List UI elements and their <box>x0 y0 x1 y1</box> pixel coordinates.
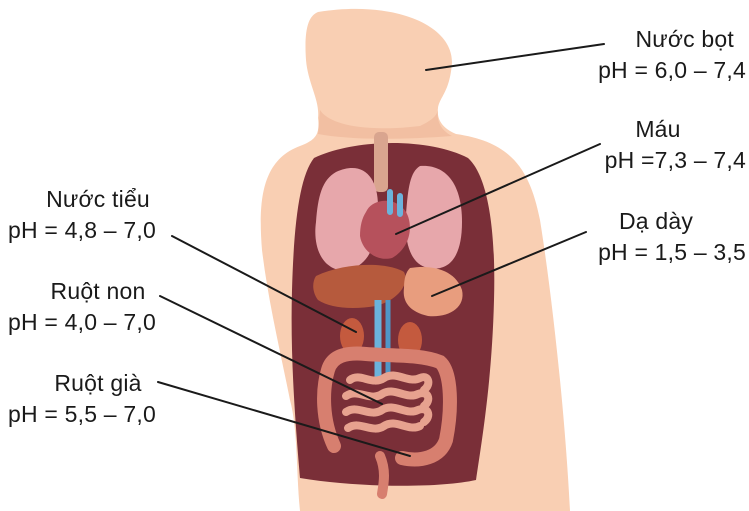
label-saliva: Nước bọt pH = 6,0 – 7,4 <box>566 24 746 86</box>
label-small-intestine: Ruột non pH = 4,0 – 7,0 <box>8 276 188 338</box>
trachea <box>374 132 388 192</box>
label-stomach: Dạ dày pH = 1,5 – 3,5 <box>566 206 746 268</box>
label-small-intestine-ph: pH = 4,0 – 7,0 <box>8 307 188 338</box>
label-urine-ph: pH = 4,8 – 7,0 <box>8 215 188 246</box>
label-stomach-ph: pH = 1,5 – 3,5 <box>566 237 746 268</box>
label-blood: Máu pH =7,3 – 7,4 <box>570 114 746 176</box>
label-large-intestine-ph: pH = 5,5 – 7,0 <box>8 399 188 430</box>
rectum <box>380 456 384 494</box>
label-blood-name: Máu <box>570 114 746 145</box>
label-urine: Nước tiểu pH = 4,8 – 7,0 <box>8 184 188 246</box>
label-urine-name: Nước tiểu <box>8 184 188 215</box>
label-small-intestine-name: Ruột non <box>8 276 188 307</box>
label-large-intestine-name: Ruột già <box>8 368 188 399</box>
label-saliva-name: Nước bọt <box>566 24 746 55</box>
label-saliva-ph: pH = 6,0 – 7,4 <box>566 55 746 86</box>
label-stomach-name: Dạ dày <box>566 206 746 237</box>
label-blood-ph: pH =7,3 – 7,4 <box>570 145 746 176</box>
label-large-intestine: Ruột già pH = 5,5 – 7,0 <box>8 368 188 430</box>
